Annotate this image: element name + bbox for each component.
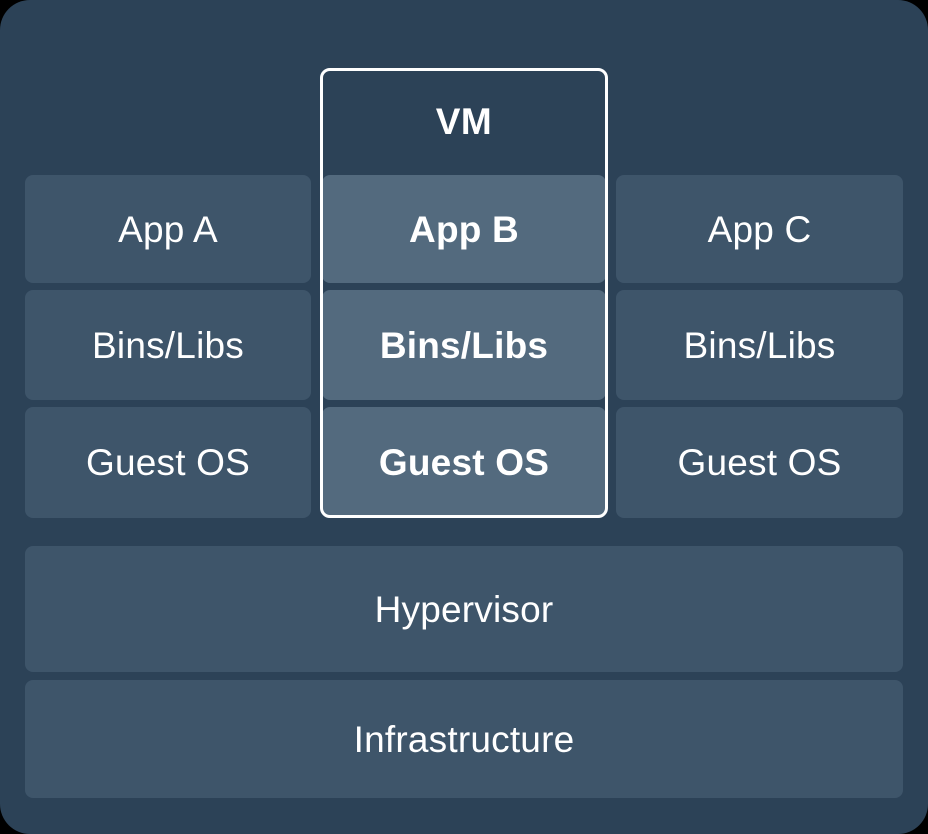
layer-hypervisor[interactable]: Hypervisor <box>25 546 903 672</box>
cell-app-c[interactable]: App C <box>616 175 903 283</box>
cell-bins-libs-b[interactable]: Bins/Libs <box>322 290 606 400</box>
cell-bins-libs-c[interactable]: Bins/Libs <box>616 290 903 400</box>
vm-label: VM <box>435 100 493 142</box>
cell-guest-os-b[interactable]: Guest OS <box>322 407 606 518</box>
cell-app-a[interactable]: App A <box>25 175 311 283</box>
cell-bins-libs-a[interactable]: Bins/Libs <box>25 290 311 400</box>
cell-guest-os-c[interactable]: Guest OS <box>616 407 903 518</box>
layer-infrastructure[interactable]: Infrastructure <box>25 680 903 798</box>
cell-guest-os-a[interactable]: Guest OS <box>25 407 311 518</box>
cell-app-b[interactable]: App B <box>322 175 606 283</box>
